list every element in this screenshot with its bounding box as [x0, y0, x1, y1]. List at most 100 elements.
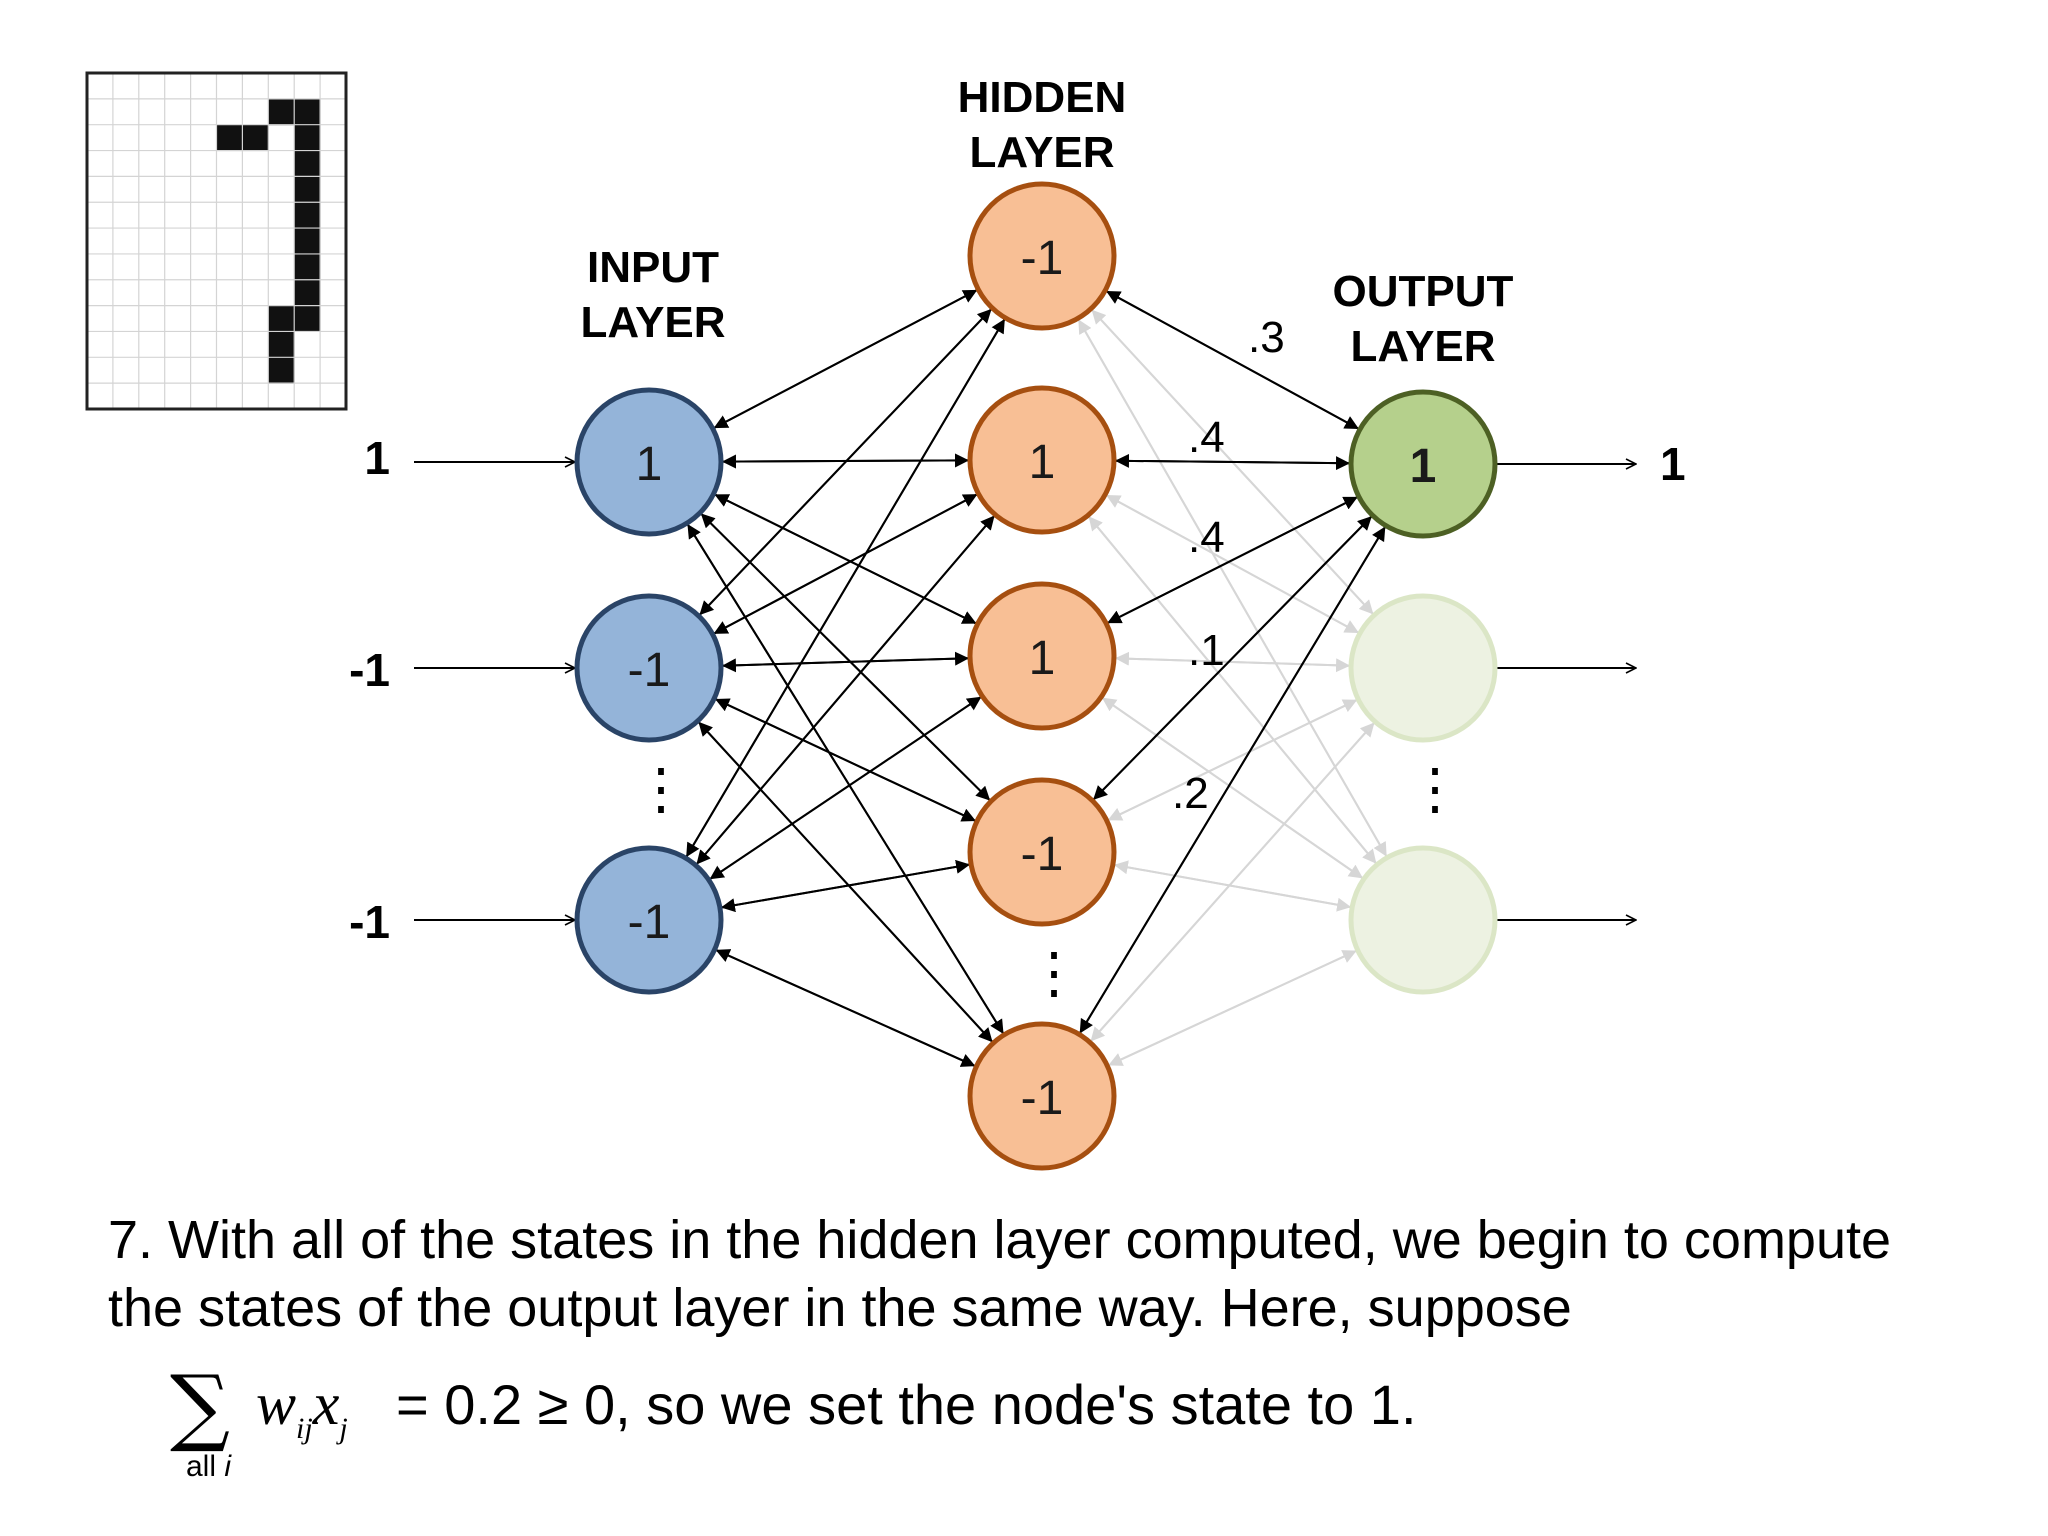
input-signal-3: -1 — [349, 896, 390, 948]
digit-image-grid — [85, 71, 348, 411]
digit-grid-border — [85, 71, 348, 411]
digit-pixel — [268, 305, 295, 332]
hidden-node-3: 1 — [967, 581, 1117, 731]
weight-subscript: ij — [296, 1412, 313, 1445]
hidden-input-connection — [700, 512, 992, 802]
hidden-input-connection — [713, 288, 979, 429]
weight-symbol: w — [256, 1371, 297, 1437]
weight-label-4: .1 — [1188, 626, 1225, 675]
hidden-node-5: -1 — [967, 1021, 1117, 1171]
faded-connections — [1076, 308, 1389, 1067]
input-node-2-value: -1 — [628, 644, 671, 697]
output-hidden-connection — [1092, 514, 1374, 801]
input-node-3: -1 — [574, 845, 724, 995]
output-node-3 — [1348, 845, 1498, 995]
weight-label-2: .4 — [1188, 413, 1225, 462]
weight-label-5: .2 — [1172, 769, 1209, 818]
digit-pixel — [294, 202, 321, 229]
faded-connection — [1087, 515, 1378, 866]
hidden-node-4: -1 — [967, 777, 1117, 927]
hidden-input-connection — [720, 863, 972, 913]
input-layer-title-line2: LAYER — [580, 298, 725, 347]
digit-pixel — [294, 124, 321, 152]
digit-pixel — [294, 150, 321, 177]
digit-pixel — [242, 124, 269, 152]
hidden-ellipsis: ⋮ — [1026, 941, 1082, 1004]
input-output-arrows — [414, 462, 1636, 920]
active-connections — [684, 288, 1387, 1068]
hidden-input-connection — [713, 492, 979, 635]
input-node-3-value: -1 — [628, 896, 671, 949]
hidden-node-5-value: -1 — [1021, 1072, 1064, 1125]
digit-pixel — [268, 357, 295, 384]
hidden-layer-title-line2: LAYER — [969, 128, 1114, 177]
hidden-node-2-value: 1 — [1029, 436, 1056, 489]
faded-connection — [1089, 721, 1376, 1043]
caption-text: 7. With all of the states in the hidden … — [108, 1206, 2008, 1342]
hidden-node-1: -1 — [967, 181, 1117, 331]
input-signal-2: -1 — [349, 644, 390, 696]
digit-pixel — [216, 124, 243, 152]
output-hidden-connection — [1114, 453, 1352, 468]
digit-pixel — [294, 98, 321, 126]
sigma-subscript: all i — [186, 1450, 231, 1484]
weighted-term: wijxj — [256, 1370, 348, 1446]
sigma-symbol: ∑ — [170, 1357, 230, 1455]
hidden-input-connection — [685, 317, 1007, 858]
weight-label-1: .3 — [1248, 313, 1285, 362]
hidden-input-connection — [695, 514, 996, 866]
hidden-input-connection — [697, 721, 995, 1044]
input-ellipsis: ⋮ — [633, 757, 689, 820]
hidden-input-connection — [714, 493, 978, 626]
output-node-2 — [1348, 593, 1498, 743]
digit-pixel — [268, 331, 295, 358]
hidden-input-connection — [721, 657, 971, 673]
hidden-input-connection — [698, 307, 994, 616]
caption-line-2: the states of the output layer in the sa… — [108, 1278, 1572, 1338]
hidden-node-2: 1 — [967, 385, 1117, 535]
summation-formula: ∑ all i wijxj = 0.2 ≥ 0, so we set the n… — [170, 1357, 1970, 1492]
input-node-1-value: 1 — [636, 438, 663, 491]
faded-connection — [1107, 949, 1359, 1067]
weight-label-3: .4 — [1188, 513, 1225, 562]
sigma-subscript-text: all — [186, 1450, 217, 1483]
hidden-input-connection — [686, 523, 1005, 1036]
output-hidden-connection — [1105, 290, 1361, 431]
faded-connection — [1114, 651, 1352, 667]
faded-connection — [1113, 860, 1353, 909]
hidden-node-1-value: -1 — [1021, 232, 1064, 285]
hidden-node-4-value: -1 — [1021, 828, 1064, 881]
faded-connection — [1105, 494, 1361, 635]
input-node-1: 1 — [574, 387, 724, 537]
output-node-1-value: 1 — [1410, 440, 1437, 493]
output-layer-title-line1: OUTPUT — [1333, 267, 1514, 316]
x-symbol: x — [312, 1371, 340, 1437]
hidden-input-connection — [715, 948, 977, 1068]
digit-pixel — [294, 279, 321, 307]
output-ellipsis: ⋮ — [1407, 757, 1463, 820]
faded-connection — [1107, 698, 1359, 822]
output-layer-title-line2: LAYER — [1350, 322, 1495, 371]
digit-pixel — [294, 228, 321, 255]
hidden-input-connection — [714, 698, 978, 823]
faded-connection — [1077, 318, 1389, 859]
input-layer-title-line1: INPUT — [587, 243, 719, 292]
hidden-input-connection — [709, 695, 983, 881]
output-hidden-connection — [1078, 525, 1387, 1034]
x-subscript: j — [339, 1412, 348, 1445]
formula-result-text: = 0.2 ≥ 0, so we set the node's state to… — [396, 1373, 1417, 1436]
digit-pixel — [268, 98, 295, 126]
digit-pixel — [294, 176, 321, 203]
output-node-1: 1 — [1348, 389, 1498, 539]
sigma-subscript-var: i — [224, 1450, 232, 1483]
hidden-node-3-value: 1 — [1029, 632, 1056, 685]
output-hidden-connection — [1106, 495, 1360, 625]
digit-pixel — [294, 253, 321, 281]
output-signal-1: 1 — [1660, 438, 1686, 490]
faded-connection — [1101, 696, 1365, 880]
caption-line-1: 7. With all of the states in the hidden … — [108, 1210, 1892, 1270]
input-node-2: -1 — [574, 593, 724, 743]
digit-pixel — [294, 305, 321, 332]
hidden-layer-title-line1: HIDDEN — [958, 73, 1127, 122]
